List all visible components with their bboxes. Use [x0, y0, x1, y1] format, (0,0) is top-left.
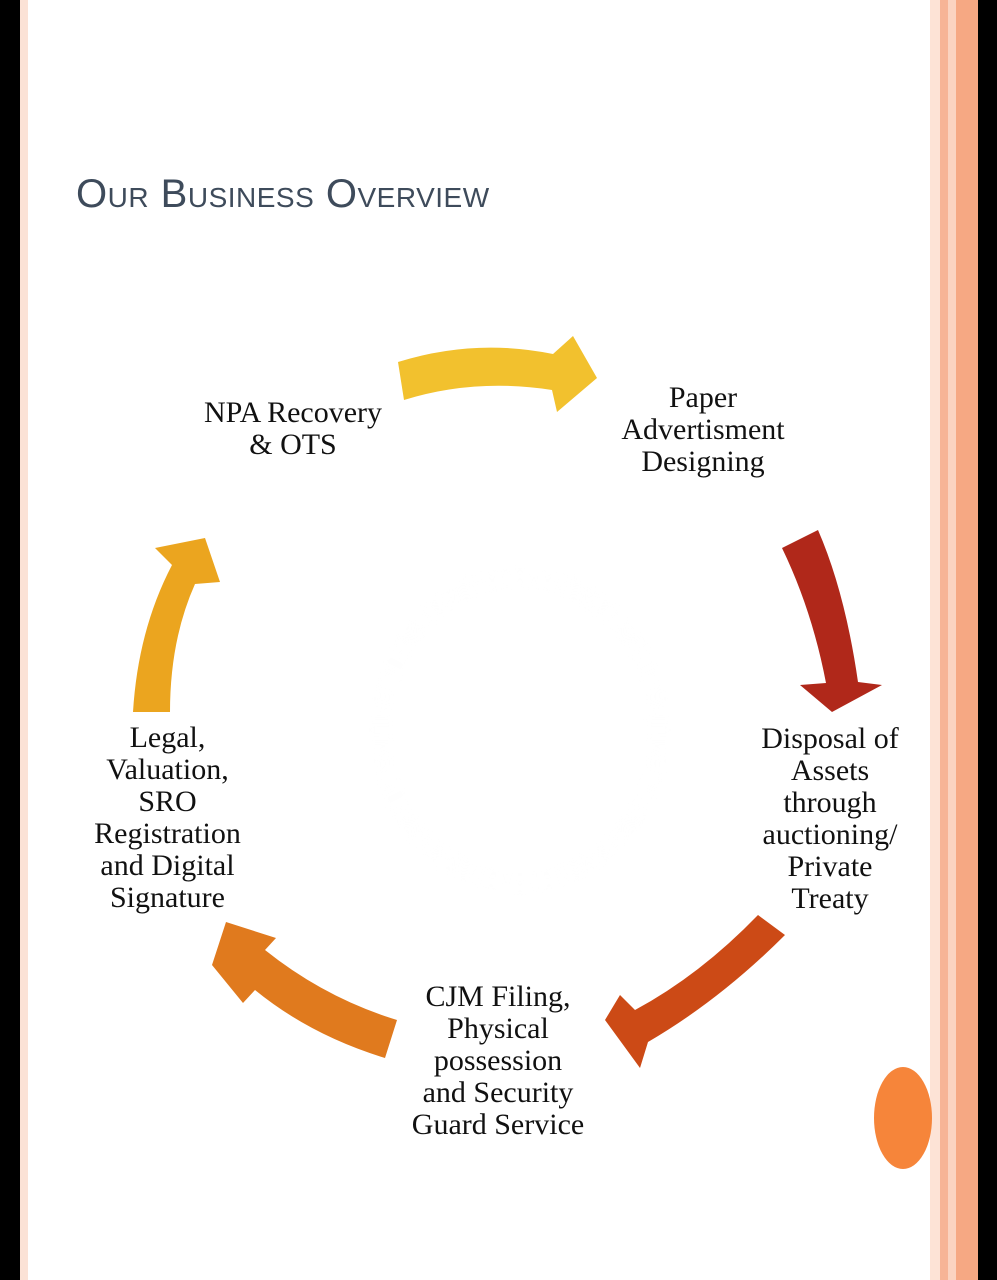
- arrow-top: [398, 336, 597, 412]
- right-stripe-mid: [940, 0, 948, 1280]
- step-label-cjm-filing: CJM Filing, Physical possession and Secu…: [411, 980, 585, 1141]
- step-label-legal-valuation: Legal, Valuation, SRO Registration and D…: [94, 721, 241, 914]
- right-stripe-light-2: [948, 0, 956, 1280]
- step-label-paper-advertisment: Paper Advertisment Designing: [621, 381, 785, 478]
- right-stripe-dark: [956, 0, 978, 1280]
- arrow-left: [133, 538, 220, 712]
- right-stripe-light: [930, 0, 940, 1280]
- left-stripe: [20, 0, 28, 1280]
- page-title: Our Business Overview: [76, 172, 490, 216]
- step-label-npa-recovery: NPA Recovery & OTS: [203, 396, 383, 461]
- center-blob: [370, 565, 670, 895]
- decorative-ellipse: [874, 1067, 932, 1169]
- step-label-disposal-of-assets: Disposal of Assets through auctioning/ P…: [761, 722, 899, 915]
- arrow-bottom-right: [605, 915, 785, 1068]
- arrow-bottom-left: [212, 922, 397, 1058]
- arrow-right: [782, 530, 882, 712]
